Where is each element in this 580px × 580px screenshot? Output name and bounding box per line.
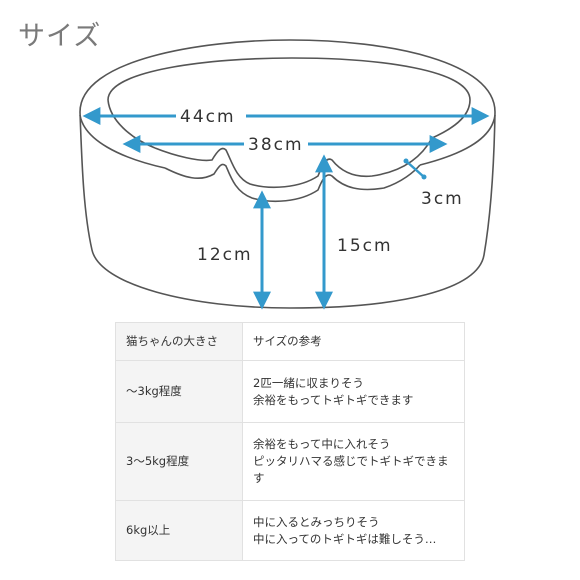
bed-outline: [79, 39, 496, 309]
row-size-label: 3〜5kg程度: [115, 422, 243, 501]
row-size-label: 6kg以上: [115, 500, 243, 561]
table-row: 3〜5kg程度 余裕をもって中に入れそう ピッタリハマる感じでトギトギできま す: [115, 422, 465, 501]
description-line: 余裕をもって中に入れそう: [253, 437, 391, 451]
size-reference-table: 猫ちゃんの大きさ サイズの参考 〜3kg程度 2匹一緒に収まりそう 余裕をもって…: [115, 322, 465, 561]
description-line: 中に入るとみっちりそう: [253, 514, 380, 529]
row-description: 余裕をもって中に入れそう ピッタリハマる感じでトギトギできま す: [242, 422, 465, 501]
row-size-label: 〜3kg程度: [115, 360, 243, 423]
table-row: 6kg以上 中に入るとみっちりそう 中に入ってのトギトギは難しそう…: [115, 500, 465, 561]
table-header-row: 猫ちゃんの大きさ サイズの参考: [115, 322, 465, 361]
rim-thickness-label: 3cm: [421, 189, 464, 209]
inner-width-label: 38cm: [248, 135, 304, 155]
outer-width-label: 44cm: [180, 107, 236, 127]
row-description: 中に入るとみっちりそう 中に入ってのトギトギは難しそう…: [242, 500, 465, 561]
rim-thickness-marker: [405, 160, 425, 178]
high-height-label: 15cm: [337, 236, 393, 256]
low-height-label: 12cm: [197, 245, 253, 265]
page-title: サイズ: [18, 21, 102, 52]
row-description: 2匹一緒に収まりそう 余裕をもってトギトギできます: [242, 360, 465, 423]
description-line: す: [253, 471, 265, 485]
description-line: 2匹一緒に収まりそう: [253, 375, 364, 390]
description-line: ピッタリハマる感じでトギトギできま: [253, 454, 449, 468]
table-row: 〜3kg程度 2匹一緒に収まりそう 余裕をもってトギトギできます: [115, 360, 465, 423]
header-cat-size: 猫ちゃんの大きさ: [115, 322, 243, 361]
bed-size-diagram: 44cm 38cm 3cm 12cm 15cm: [79, 39, 496, 310]
description-line: 中に入ってのトギトギは難しそう…: [253, 531, 437, 546]
description-line: 余裕をもってトギトギできます: [253, 392, 414, 407]
header-size-reference: サイズの参考: [242, 322, 465, 361]
